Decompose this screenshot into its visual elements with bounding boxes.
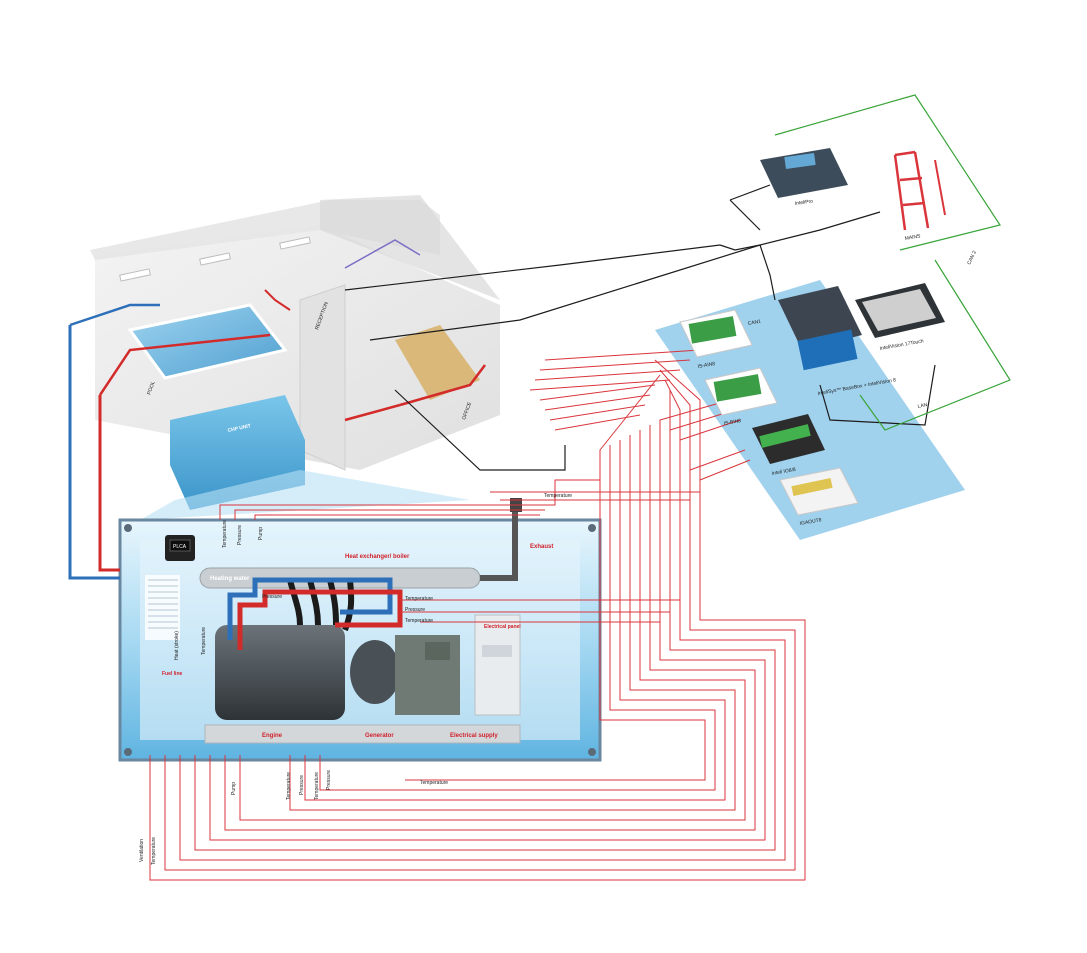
is-ain8-label: IS-AIN8 bbox=[697, 361, 715, 370]
pressure-label-mid-2: Pressure bbox=[405, 607, 425, 613]
heat-exchanger-label: Heat exchanger/ boiler bbox=[345, 554, 410, 560]
pressure-label-bottom-2: Pressure bbox=[326, 770, 332, 790]
exhaust-label: Exhaust bbox=[530, 544, 553, 550]
building: POOL RECEPTION OFFICE CHP UNIT bbox=[69, 195, 500, 510]
intelipro-label: InteliPro bbox=[794, 198, 813, 207]
generator-label: Generator bbox=[365, 733, 394, 739]
power-lines bbox=[344, 184, 936, 471]
mains-label: MAINS bbox=[904, 233, 921, 242]
engine bbox=[215, 625, 345, 720]
ventilation-label: Ventilation bbox=[139, 839, 145, 862]
network-lines bbox=[774, 94, 1011, 431]
mains-pylon bbox=[893, 150, 946, 231]
is-bin8-label: IS-BIN8 bbox=[723, 418, 741, 427]
generator bbox=[350, 640, 400, 704]
engine-container: PLCA Heat exchanger/ boiler bbox=[68, 325, 602, 762]
can1-label: CAN1 bbox=[747, 319, 761, 327]
electrical-panel-label: Electrical panel bbox=[484, 624, 521, 630]
inteli-io-label: Inteli IO8/8 bbox=[771, 467, 796, 477]
igaout8-module[interactable] bbox=[779, 467, 859, 516]
temperature-label-top-1: Temperature bbox=[222, 520, 228, 548]
is-ain8-module[interactable] bbox=[679, 309, 753, 358]
electrical-supply-label: Electrical supply bbox=[450, 733, 498, 739]
engine-label: Engine bbox=[262, 733, 283, 739]
is-bin8-module[interactable] bbox=[704, 367, 778, 416]
inteli-io-module[interactable] bbox=[752, 414, 825, 464]
panel-display-text: PLCA bbox=[173, 544, 187, 550]
temperature-label-mid-1: Temperature bbox=[405, 596, 433, 602]
fuel-line-label: Fuel line bbox=[162, 671, 183, 677]
intelipro-device[interactable] bbox=[760, 148, 848, 198]
pressure-label-top: Pressure bbox=[237, 525, 243, 545]
heat-stroke-label: Heat (stroke) bbox=[174, 631, 180, 660]
pump-label-top: Pump bbox=[258, 527, 264, 540]
electrical-panel bbox=[474, 614, 521, 716]
igaout8-label: IGAOUT8 bbox=[799, 517, 822, 527]
intelivision-label: InteliVision 17Touch bbox=[879, 338, 924, 352]
lan-label: LAN bbox=[917, 402, 928, 410]
pressure-label-mid: Pressure bbox=[262, 594, 282, 600]
intelivision-17touch-device[interactable] bbox=[855, 283, 945, 338]
can2-label: CAN 2 bbox=[966, 250, 978, 266]
heating-water-label: Heating water bbox=[210, 576, 250, 582]
temperature-label-ventilation: Temperature bbox=[151, 837, 157, 865]
temperature-label-exhaust: Temperature bbox=[544, 493, 572, 499]
intelisys-basebox-module[interactable] bbox=[778, 286, 862, 371]
temperature-label-left: Temperature bbox=[201, 627, 207, 655]
chp-unit-label: CHP UNIT bbox=[227, 423, 251, 434]
pool-label: POOL bbox=[146, 380, 156, 395]
sensor-wiring bbox=[149, 349, 806, 881]
temperature-label-bottom-3: Temperature bbox=[420, 780, 448, 786]
pump-label-bottom: Pump bbox=[231, 782, 237, 795]
temperature-label-bottom-2: Temperature bbox=[314, 772, 320, 800]
pressure-label-bottom-1: Pressure bbox=[299, 775, 305, 795]
temperature-label-mid-2: Temperature bbox=[405, 618, 433, 624]
temperature-label-bottom-1: Temperature bbox=[286, 772, 292, 800]
